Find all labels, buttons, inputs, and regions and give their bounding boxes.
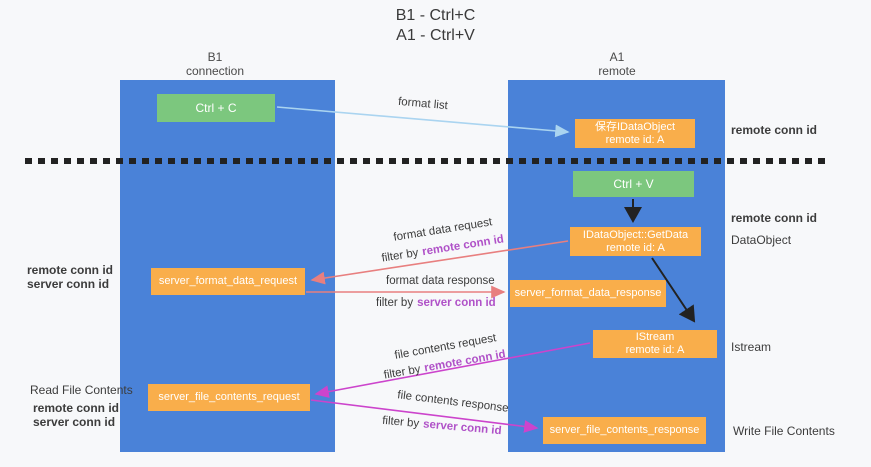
filter-prefix: filter by (382, 363, 422, 382)
lifeline-b1-name: B1 (207, 50, 223, 64)
annotation-remote-conn-id-mid: remote conn id (731, 211, 818, 225)
server-file-contents-request-label: server_file_contents_request (158, 391, 300, 403)
lifeline-a1-name: A1 (609, 50, 625, 64)
title-line-1: B1 - Ctrl+C (395, 7, 476, 24)
node-server-file-contents-request: server_file_contents_request (148, 384, 310, 411)
filter-prefix: filter by (376, 297, 414, 309)
node-server-format-data-response: server_format_data_response (510, 280, 666, 307)
diagram-title: B1 - Ctrl+C A1 - Ctrl+V (0, 6, 871, 46)
label-file-contents-response: file contents response (396, 389, 510, 415)
filter-key: server conn id (422, 418, 502, 438)
server-file-contents-response-label: server_file_contents_response (549, 424, 700, 436)
ctrl-c-label: Ctrl + C (195, 101, 237, 115)
save-dataobject-line2: remote id: A (605, 133, 665, 146)
label-format-list: format list (397, 95, 449, 113)
annotation-read-file-contents: Read File Contents (30, 383, 133, 397)
lifeline-header-b1: B1 connection (150, 50, 280, 78)
annotation-left-server-conn-id-bottom: server conn id (33, 415, 116, 429)
node-getdata: IDataObject::GetData remote id: A (570, 227, 701, 256)
node-ctrl-v: Ctrl + V (573, 171, 694, 197)
getdata-line1: IDataObject::GetData (582, 228, 689, 241)
filter-key: server conn id (417, 297, 496, 309)
save-dataobject-line1: 保存IDataObject (594, 120, 676, 133)
istream-line1: IStream (635, 331, 675, 343)
getdata-line2: remote id: A (606, 241, 665, 254)
label-format-data-response: format data response (386, 275, 495, 287)
server-format-data-response-label: server_format_data_response (514, 287, 662, 299)
lifeline-a1-role: remote (598, 64, 636, 78)
annotation-remote-conn-id-top: remote conn id (731, 123, 818, 137)
lifeline-b1-role: connection (185, 64, 245, 78)
annotation-left-server-conn-id-mid: server conn id (27, 277, 110, 291)
annotation-istream: Istream (731, 340, 772, 354)
ctrl-v-label: Ctrl + V (613, 177, 654, 191)
node-ctrl-c: Ctrl + C (157, 94, 275, 122)
node-save-dataobject: 保存IDataObject remote id: A (575, 119, 695, 148)
filter-prefix: filter by (380, 246, 420, 265)
node-server-file-contents-response: server_file_contents_response (543, 417, 706, 444)
annotation-left-remote-conn-id-bottom: remote conn id (33, 401, 120, 415)
lifeline-header-a1: A1 remote (552, 50, 682, 78)
title-line-2: A1 - Ctrl+V (396, 27, 475, 44)
annotation-dataobject: DataObject (731, 233, 792, 247)
server-format-data-request-label: server_format_data_request (158, 275, 298, 287)
node-server-format-data-request: server_format_data_request (151, 268, 305, 295)
node-istream: IStream remote id: A (593, 330, 717, 358)
copy-paste-separator (25, 158, 831, 164)
istream-line2: remote id: A (625, 344, 685, 356)
filter-prefix: filter by (381, 414, 420, 430)
annotation-write-file-contents: Write File Contents (733, 424, 835, 438)
annotation-left-remote-conn-id-mid: remote conn id (27, 263, 114, 277)
